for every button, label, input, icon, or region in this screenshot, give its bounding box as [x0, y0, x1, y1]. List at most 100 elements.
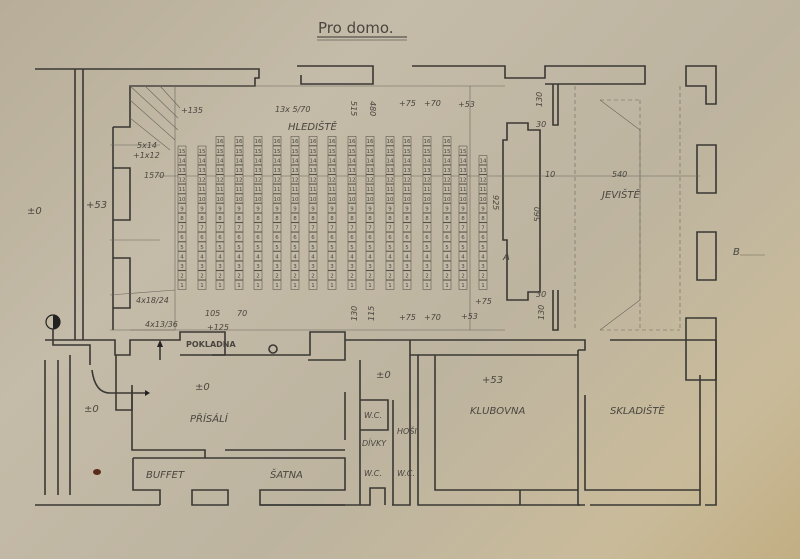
seat [442, 232, 452, 242]
seat [272, 232, 282, 242]
seat-number: 12 [217, 178, 224, 184]
seat-number: 13 [217, 168, 224, 174]
seat-number: 14 [236, 158, 243, 164]
seat-number: 2 [330, 274, 334, 280]
seat-number: 3 [180, 264, 184, 270]
seat [234, 270, 244, 281]
seat-number: 14 [310, 158, 317, 164]
seat-number: 15 [329, 149, 336, 155]
seat [215, 241, 225, 252]
seat [327, 174, 337, 185]
seat [234, 251, 244, 261]
seat [365, 155, 375, 165]
seat-number: 5 [425, 245, 429, 251]
seat [365, 212, 375, 223]
seat-number: 5 [180, 245, 184, 251]
seat [365, 174, 375, 185]
seat [290, 136, 300, 146]
seat [458, 203, 468, 213]
seat [422, 184, 432, 194]
seat [177, 164, 187, 175]
seat-number: 6 [330, 235, 334, 241]
column-icon [268, 344, 278, 354]
seat-number: 15 [236, 149, 243, 155]
seat-number: 5 [200, 245, 204, 251]
room-label-buffet: BUFFET [146, 470, 185, 481]
seat-number: 9 [200, 206, 204, 212]
seat-number: 16 [274, 139, 281, 145]
seat-number: 2 [405, 274, 409, 280]
seat-number: 1 [350, 283, 354, 289]
seat [422, 232, 432, 242]
level-bottom: +75 [399, 313, 416, 322]
seat-number: 16 [236, 139, 243, 145]
room-label-club-room: KLUBOVNA [470, 406, 526, 417]
seat-number: 15 [310, 149, 317, 155]
seat [422, 251, 432, 261]
seat-number: 1 [293, 283, 297, 289]
seat-number: 13 [387, 168, 394, 174]
seat-number: 11 [367, 187, 374, 193]
seat-number: 12 [444, 178, 451, 184]
seat [308, 145, 318, 156]
seat-number: 14 [199, 158, 206, 164]
seat [327, 193, 337, 204]
seat-number: 7 [461, 226, 465, 232]
seat [365, 184, 375, 194]
seat-number: 1 [481, 283, 485, 289]
seat [234, 184, 244, 194]
seat [478, 280, 488, 290]
seat [290, 280, 300, 290]
seat-number: 1 [368, 283, 372, 289]
seat [402, 270, 412, 281]
seat [347, 270, 357, 281]
seat-number: 13 [460, 168, 467, 174]
room-label-wc: W.C. [364, 411, 382, 420]
seat [422, 136, 432, 146]
seat-number: 12 [387, 178, 394, 184]
section-marker-a: A [502, 252, 510, 263]
seat-number: 4 [461, 254, 465, 260]
seat-number: 15 [367, 149, 374, 155]
dimension-label: 130 [350, 306, 359, 321]
seat [272, 222, 282, 233]
seat-number: 2 [256, 274, 260, 280]
level-corridor: +53 [86, 200, 107, 211]
seat-number: 11 [460, 187, 467, 193]
seat-number: 10 [236, 197, 243, 203]
seat-number: 8 [405, 216, 409, 222]
seat [253, 155, 263, 165]
seat-number: 4 [445, 254, 449, 260]
seat [385, 260, 395, 271]
seat [308, 174, 318, 185]
seat [234, 193, 244, 204]
seat [272, 184, 282, 194]
seat [385, 280, 395, 290]
seat-number: 13 [179, 168, 186, 174]
seat [347, 232, 357, 242]
seat-number: 9 [237, 206, 241, 212]
seat [290, 193, 300, 204]
seat-number: 10 [329, 197, 336, 203]
seat-number: 9 [180, 206, 184, 212]
seat [197, 232, 207, 242]
seat [327, 145, 337, 156]
seat [478, 184, 488, 194]
seat-number: 10 [179, 197, 186, 203]
seat [177, 184, 187, 194]
seat-number: 13 [236, 168, 243, 174]
seat [478, 174, 488, 185]
seat [197, 193, 207, 204]
seat-number: 1 [388, 283, 392, 289]
seat-number: 7 [237, 226, 241, 232]
seat [478, 232, 488, 242]
seat-number: 8 [237, 216, 241, 222]
seat [347, 193, 357, 204]
seat-number: 14 [367, 158, 374, 164]
seat-number: 4 [256, 254, 260, 260]
seat [385, 270, 395, 281]
seat [347, 145, 357, 156]
